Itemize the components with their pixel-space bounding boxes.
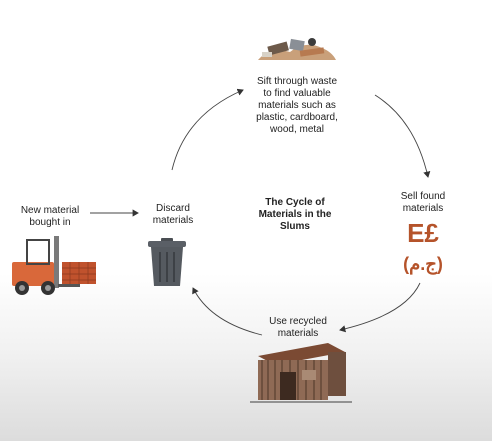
step-discard-label: Discard materials [152, 203, 194, 226]
arrow-discard-to-sift [171, 88, 244, 171]
arrow-use-to-discard [192, 287, 263, 336]
step-sell-label: Sell found materials [400, 191, 446, 214]
step-use-label: Use recycled materials [269, 316, 327, 339]
arrow-sift-to-sell [374, 94, 431, 178]
step-sift-label: Sift through waste to find valuable mate… [256, 76, 338, 135]
currency-arabic: (ج.م) [403, 254, 443, 274]
step-new-label: New material bought in [20, 205, 80, 228]
arrow-sell-to-use [339, 282, 421, 333]
currency-symbol: E£ [407, 218, 439, 248]
diagram-title: The Cycle of Materials in the Slums [258, 197, 332, 232]
